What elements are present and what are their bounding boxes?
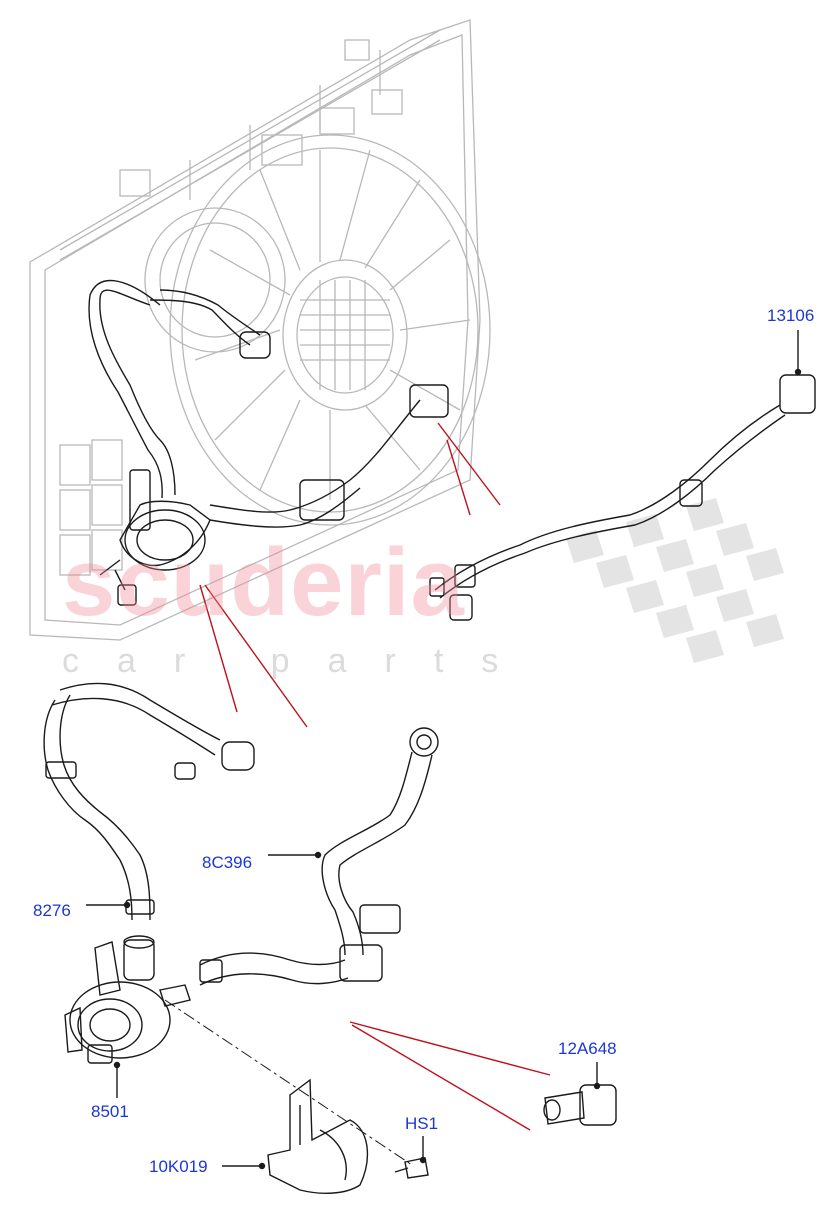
callout-12A648[interactable]: 12A648	[558, 1039, 617, 1058]
red-leader-lines	[199, 422, 551, 1131]
bolt-HS1	[394, 1157, 429, 1179]
bracket-10K019	[267, 1078, 369, 1194]
harness-13106	[429, 374, 816, 621]
sensor-12A648	[543, 1084, 617, 1126]
callout-8501[interactable]: 8501	[91, 1102, 129, 1121]
assembly-axis-line	[164, 999, 413, 1166]
callout-13106[interactable]: 13106	[767, 306, 815, 325]
watermark-checker-flag	[566, 498, 784, 663]
callout-leader-lines	[86, 330, 802, 1170]
watermark-tagline: car parts	[62, 642, 537, 680]
installed-hose-and-harness	[88, 279, 449, 606]
radiator-fan-assembly	[29, 19, 491, 641]
callout-8C396[interactable]: 8C396	[202, 853, 253, 872]
callout-8276[interactable]: 8276	[33, 901, 71, 920]
watermark-brand: scuderia	[62, 529, 465, 636]
pump-8501	[64, 935, 191, 1064]
hose-8C396	[199, 727, 439, 986]
hose-8276	[43, 682, 255, 921]
callout-HS1[interactable]: HS1	[405, 1114, 439, 1133]
callout-10K019[interactable]: 10K019	[149, 1157, 208, 1176]
